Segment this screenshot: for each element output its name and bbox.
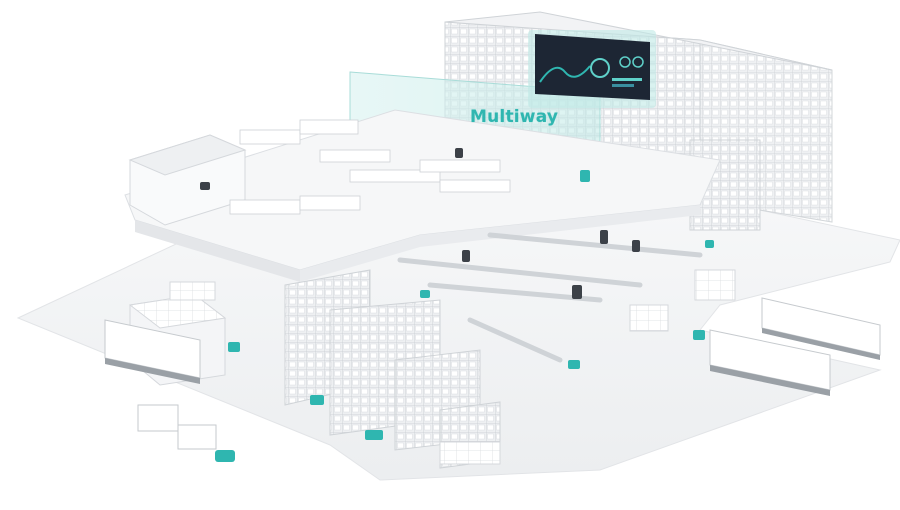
floor-pallets [169, 269, 736, 465]
agv-icon [200, 148, 640, 299]
dashboard-screen-icon [528, 30, 656, 108]
trailer-truck-right [709, 297, 881, 396]
forklift-icon [215, 170, 714, 462]
conveyor-lines [397, 232, 703, 363]
mezzanine-floor [124, 109, 721, 282]
brand-logo: Multiway [470, 107, 559, 127]
pallet-rack-icon [284, 269, 501, 469]
tugger-train [137, 404, 217, 450]
truck-icon [104, 319, 201, 384]
